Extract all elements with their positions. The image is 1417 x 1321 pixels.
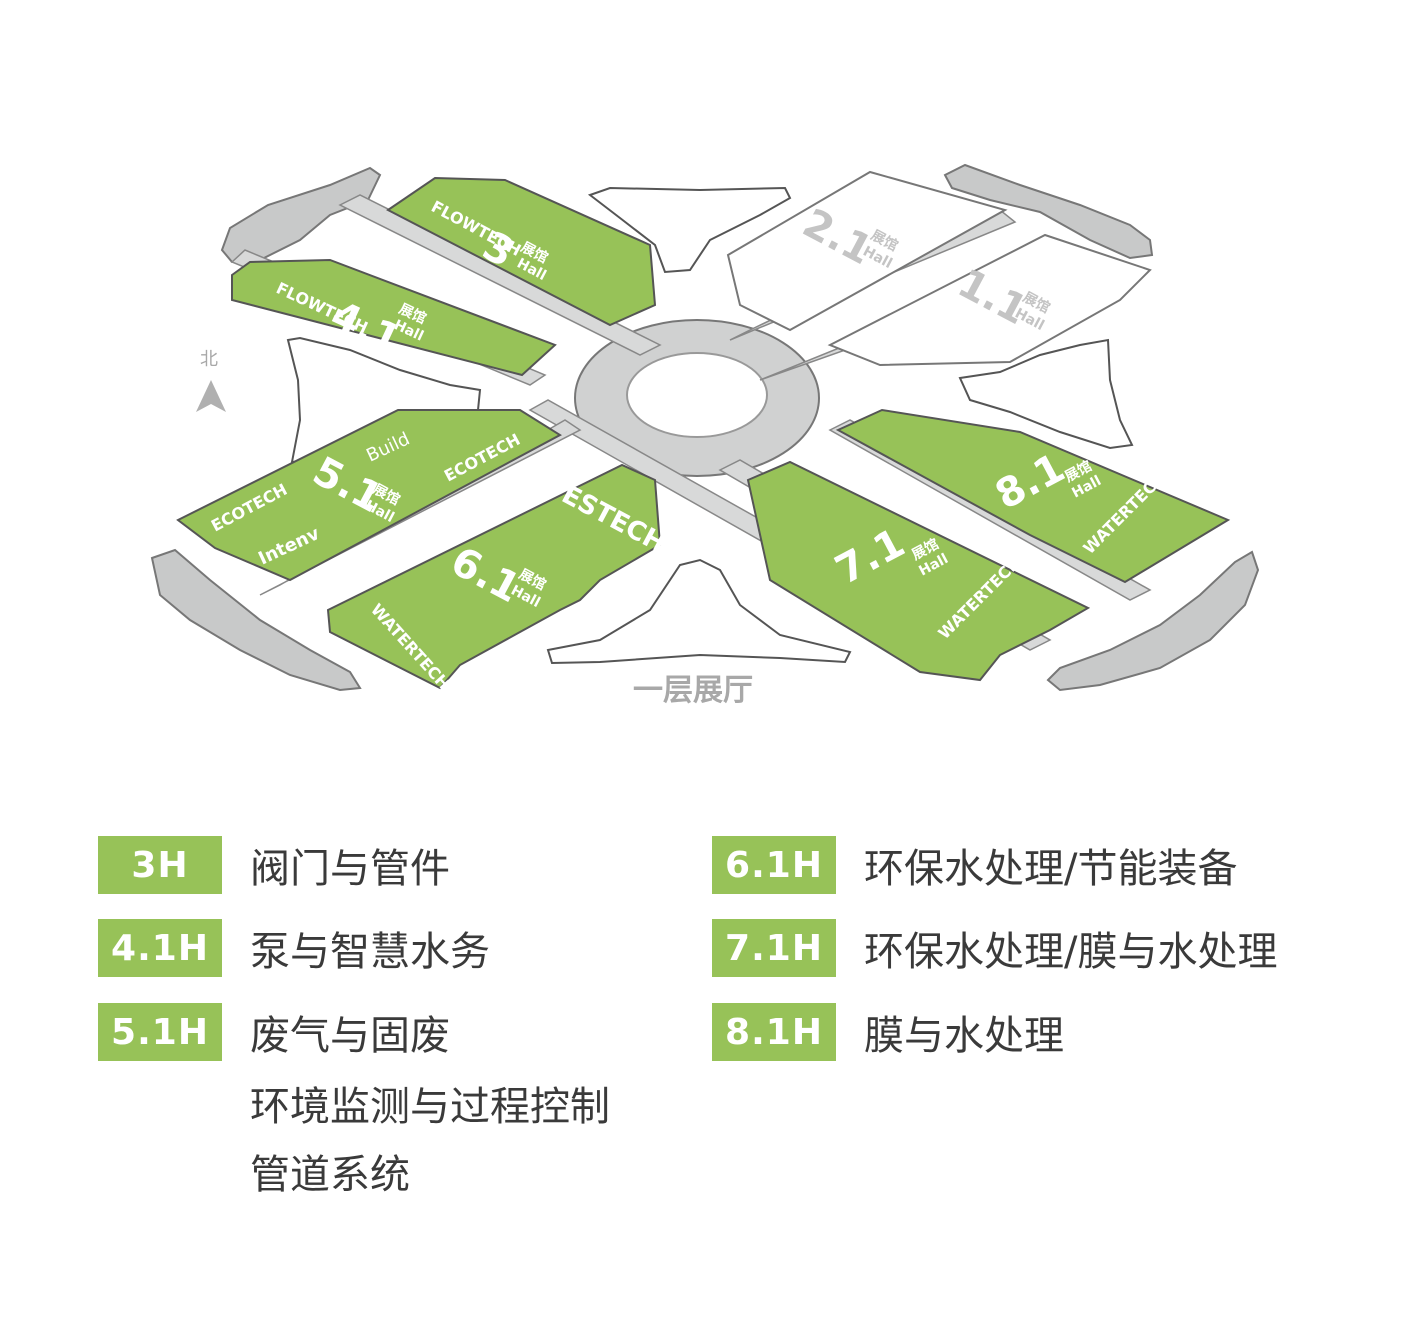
legend-badge: 5.1H bbox=[98, 1003, 222, 1061]
corner-wing-ne bbox=[943, 163, 1154, 260]
north-indicator: 北 bbox=[196, 349, 226, 412]
exhibition-floor-map: FLOWTECH 3 展馆 Hall FLOWTECH 4.1 展馆 Hall … bbox=[150, 163, 1260, 708]
legend-item-5-1h: 5.1H 废气与固废 bbox=[98, 1003, 450, 1061]
north-label: 北 bbox=[200, 349, 218, 370]
corner-wing-se bbox=[1046, 550, 1260, 692]
legend-desc: 环保水处理/节能装备 bbox=[864, 846, 1238, 892]
hall-3[interactable]: FLOWTECH 3 展馆 Hall bbox=[386, 176, 657, 327]
central-roundabout bbox=[574, 319, 820, 477]
legend-desc: 阀门与管件 bbox=[250, 846, 450, 892]
hall-6-1[interactable]: ESTECH 6.1 展馆 Hall WATERTECH bbox=[326, 463, 670, 693]
legend-badge: 6.1H bbox=[712, 836, 836, 894]
legend-badge: 8.1H bbox=[712, 1003, 836, 1061]
corner-wing-sw bbox=[150, 548, 362, 692]
legend-desc: 环保水处理/膜与水处理 bbox=[864, 929, 1278, 975]
north-arrow-icon bbox=[196, 380, 226, 412]
hall-7-1[interactable]: 7.1 展馆 Hall WATERTECH bbox=[746, 460, 1091, 682]
hall-8-1[interactable]: 8.1 展馆 Hall WATERTECH bbox=[835, 408, 1231, 584]
hall-1-1[interactable]: 1.1 展馆 Hall bbox=[827, 233, 1152, 367]
legend-desc-5-1h-line3: 管道系统 bbox=[250, 1152, 410, 1198]
legend-desc-5-1h-line2: 环境监测与过程控制 bbox=[250, 1084, 610, 1130]
legend-desc: 泵与智慧水务 bbox=[250, 929, 490, 975]
legend-item-7-1h: 7.1H 环保水处理/膜与水处理 bbox=[712, 919, 1277, 977]
legend-item-8-1h: 8.1H 膜与水处理 bbox=[712, 1003, 1064, 1061]
legend-item-4-1h: 4.1H 泵与智慧水务 bbox=[98, 919, 490, 977]
corner-wing-nw bbox=[220, 166, 382, 264]
legend-desc: 废气与固废 bbox=[250, 1013, 450, 1059]
legend-item-6-1h: 6.1H 环保水处理/节能装备 bbox=[712, 836, 1237, 894]
legend-badge: 3H bbox=[98, 836, 222, 894]
road-outline-east bbox=[958, 338, 1134, 450]
legend-desc: 膜与水处理 bbox=[864, 1013, 1064, 1059]
floor-label: 一层展厅 bbox=[633, 673, 753, 708]
legend-badge: 7.1H bbox=[712, 919, 836, 977]
road-outline-south bbox=[546, 558, 852, 665]
legend-badge: 4.1H bbox=[98, 919, 222, 977]
hall-2-1[interactable]: 2.1 展馆 Hall bbox=[726, 170, 1008, 332]
legend-item-3h: 3H 阀门与管件 bbox=[98, 836, 450, 894]
road-outline-north bbox=[587, 186, 792, 274]
